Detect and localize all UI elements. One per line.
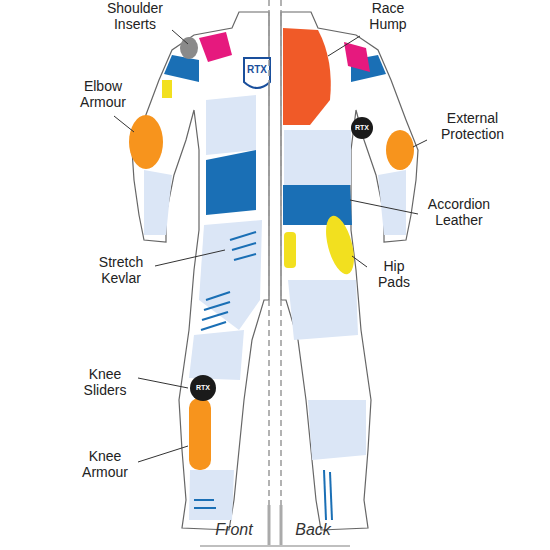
part-label: Race Hump	[352, 0, 424, 32]
part-label: Elbow Armour	[68, 78, 138, 110]
part-label: Knee Armour	[72, 448, 138, 480]
logo-text: RTX	[349, 124, 375, 132]
logo-text: RTX	[242, 64, 272, 76]
part-label: Shoulder Inserts	[95, 0, 175, 32]
logo-text: RTX	[190, 384, 216, 392]
part-label: External Protection	[425, 110, 520, 142]
part-label: Accordion Leather	[418, 196, 500, 228]
view-label: Front	[205, 521, 263, 539]
view-label: Back	[287, 521, 339, 539]
part-label: Stretch Kevlar	[86, 254, 156, 286]
part-label: Hip Pads	[366, 258, 422, 290]
part-label: Knee Sliders	[72, 366, 138, 398]
